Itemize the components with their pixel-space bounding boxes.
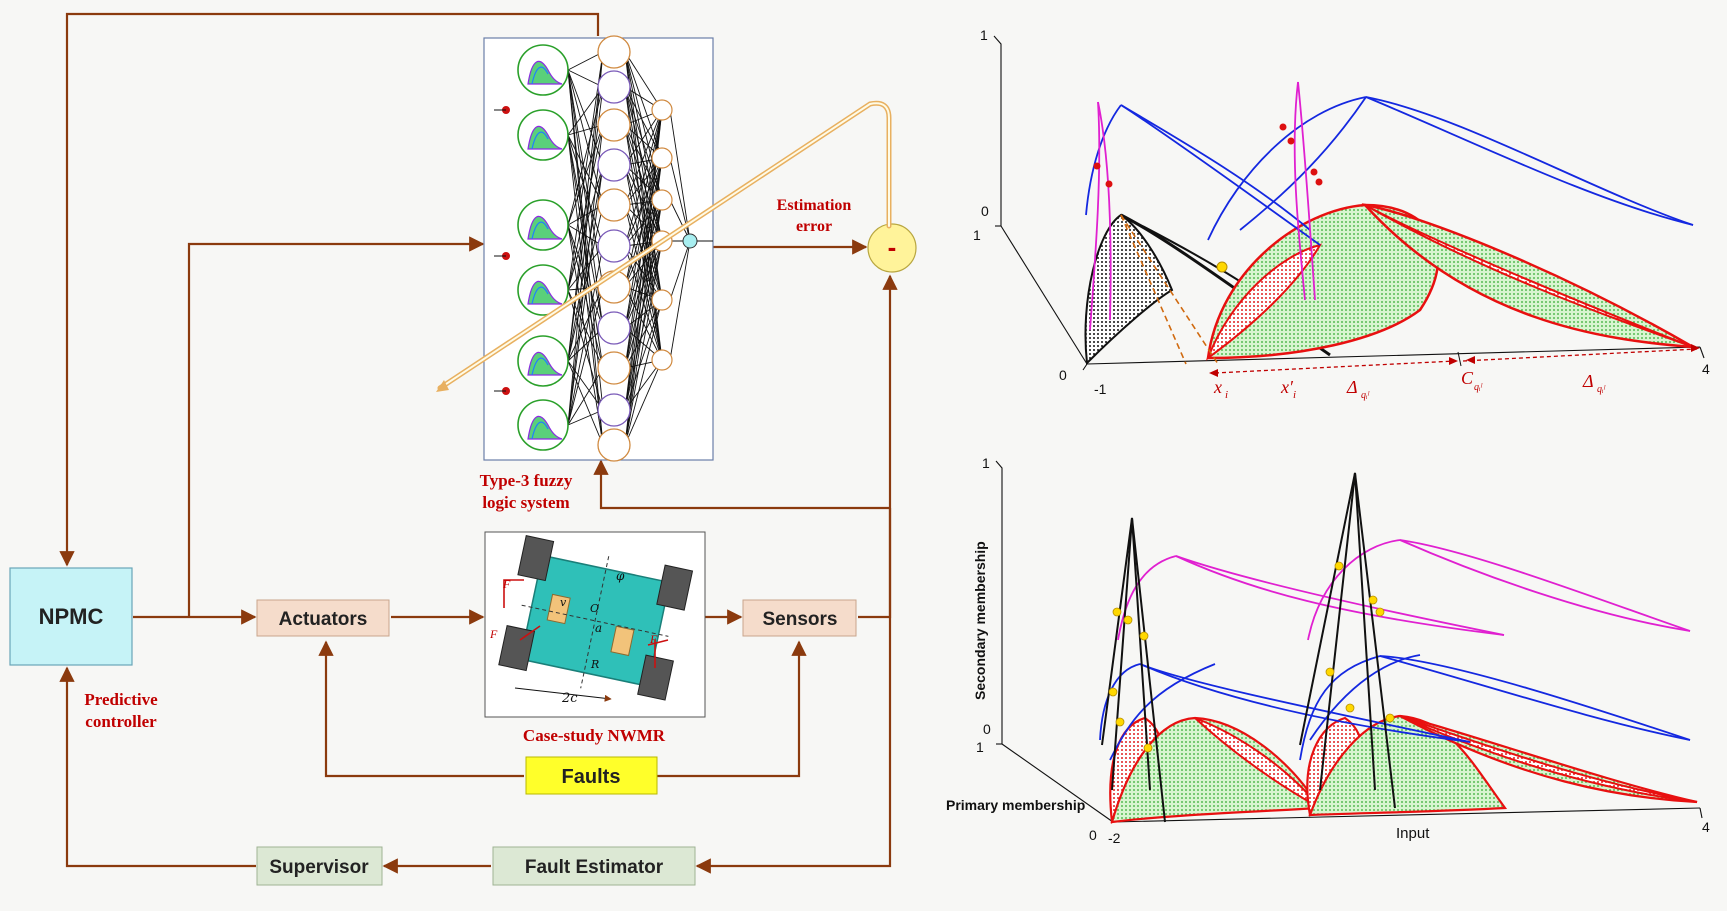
label-xi-sub: i: [1225, 389, 1228, 401]
label-center: C: [1461, 368, 1474, 388]
sensors-block[interactable]: [742, 599, 857, 637]
arrow-sensors-out: [858, 274, 898, 619]
defuzz-node: [651, 349, 673, 371]
arrow-top-feedback: [59, 12, 600, 567]
predictive-caption-1: Predictive: [84, 690, 158, 709]
robot-label-o: O: [590, 602, 599, 615]
estimation-error-1: Estimation: [777, 197, 852, 214]
npmc-block[interactable]: [9, 567, 133, 666]
rule-node: [597, 70, 631, 104]
rule-node: [597, 351, 631, 385]
rule-node: [597, 428, 631, 462]
faults-block[interactable]: [525, 756, 658, 795]
label-delta2: Δ: [1582, 371, 1594, 391]
robot-illustration: F F F φ a v O R 2c: [484, 531, 706, 718]
bottom-3d-plot: 1 0 1 0 -2 4 Secondary membership Primar…: [946, 455, 1710, 846]
top-axis-one-top: 1: [980, 27, 988, 43]
rule-node: [597, 229, 631, 263]
label-delta2-sub: qᵢˡ: [1597, 384, 1606, 395]
bottom-axis-x-start: -2: [1108, 830, 1121, 846]
robot-width-label: 2c: [561, 691, 578, 706]
robot-label-v: v: [560, 596, 567, 609]
predictive-caption-2: controller: [85, 712, 157, 731]
robot-label-fr2: F: [649, 632, 658, 646]
bottom-axis-one-left: 1: [976, 739, 984, 755]
block-diagram: [59, 12, 898, 874]
arrow-faults-to-actuators: [318, 640, 524, 778]
npmc-label: NPMC: [39, 604, 104, 629]
supervisor-block[interactable]: [256, 846, 383, 886]
fault-estimator-label: Fault Estimator: [525, 857, 664, 878]
arrow-to-fault-estimator: [695, 508, 892, 874]
bottom-axis-x-end: 4: [1702, 819, 1710, 835]
top-axis-zero-origin: 0: [1059, 367, 1067, 383]
label-xpi-sub: i: [1293, 389, 1296, 401]
rule-node: [597, 188, 631, 222]
bottom-axis-zero-left: 0: [983, 721, 991, 737]
fault-estimator-block[interactable]: [492, 846, 696, 886]
rule-node: [597, 35, 631, 69]
top-axis-x-start: -1: [1094, 381, 1107, 397]
estimation-error-2: error: [796, 218, 832, 235]
bottom-axis-one-top: 1: [982, 455, 990, 471]
rule-node: [597, 393, 631, 427]
defuzz-node: [651, 147, 673, 169]
label-xpi: x′: [1280, 377, 1294, 397]
defuzz-node: [651, 99, 673, 121]
t3fls-caption-2: logic system: [482, 493, 569, 512]
sensors-label: Sensors: [763, 609, 838, 630]
bottom-axis-zero-origin: 0: [1089, 827, 1097, 843]
rule-node: [597, 148, 631, 182]
bottom-axis-ylabel: Secondary membership: [972, 541, 988, 700]
defuzz-node: [651, 189, 673, 211]
robot-label-fr: F: [502, 577, 511, 591]
arrow-faults-to-sensors: [657, 640, 807, 778]
robot-label-fl: F: [489, 627, 498, 641]
t3fls-caption-1: Type-3 fuzzy: [480, 471, 573, 490]
defuzz-node: [651, 289, 673, 311]
robot-label-phi: φ: [616, 569, 625, 583]
sum-junction: [867, 223, 917, 273]
top-3d-plot: 1 0 1 0 -1 4 x i x′ i Δ qᵢˡ C qᵢˡ Δ qᵢˡ: [973, 27, 1710, 401]
bottom-axis-xlabel: Input: [1396, 825, 1430, 842]
label-delta1-sub: qᵢˡ: [1361, 390, 1370, 401]
arrow-npmc-to-t3fls: [187, 236, 485, 617]
supervisor-label: Supervisor: [269, 857, 369, 878]
actuators-label: Actuators: [279, 609, 368, 630]
top-axis-x-end: 4: [1702, 361, 1710, 377]
robot-label-r: R: [590, 658, 599, 671]
bottom-axis-zlabel: Primary membership: [946, 797, 1085, 813]
label-center-sub: qᵢˡ: [1474, 382, 1483, 393]
robot-label-a: a: [595, 621, 602, 635]
actuators-block[interactable]: [256, 599, 390, 637]
rule-node: [597, 108, 631, 142]
arrow-supervisor-to-npmc: [59, 666, 256, 868]
sum-minus-label: -: [888, 232, 897, 262]
top-axis-zero-left: 0: [981, 203, 989, 219]
label-xi: x: [1213, 377, 1222, 397]
faults-label: Faults: [562, 766, 621, 788]
top-axis-one-left: 1: [973, 227, 981, 243]
t3fls-network: [483, 35, 714, 462]
rule-node: [597, 311, 631, 345]
label-delta1: Δ: [1346, 377, 1358, 397]
arrow-to-t3fls-bottom: [593, 459, 890, 510]
case-study-caption: Case-study NWMR: [523, 726, 666, 745]
